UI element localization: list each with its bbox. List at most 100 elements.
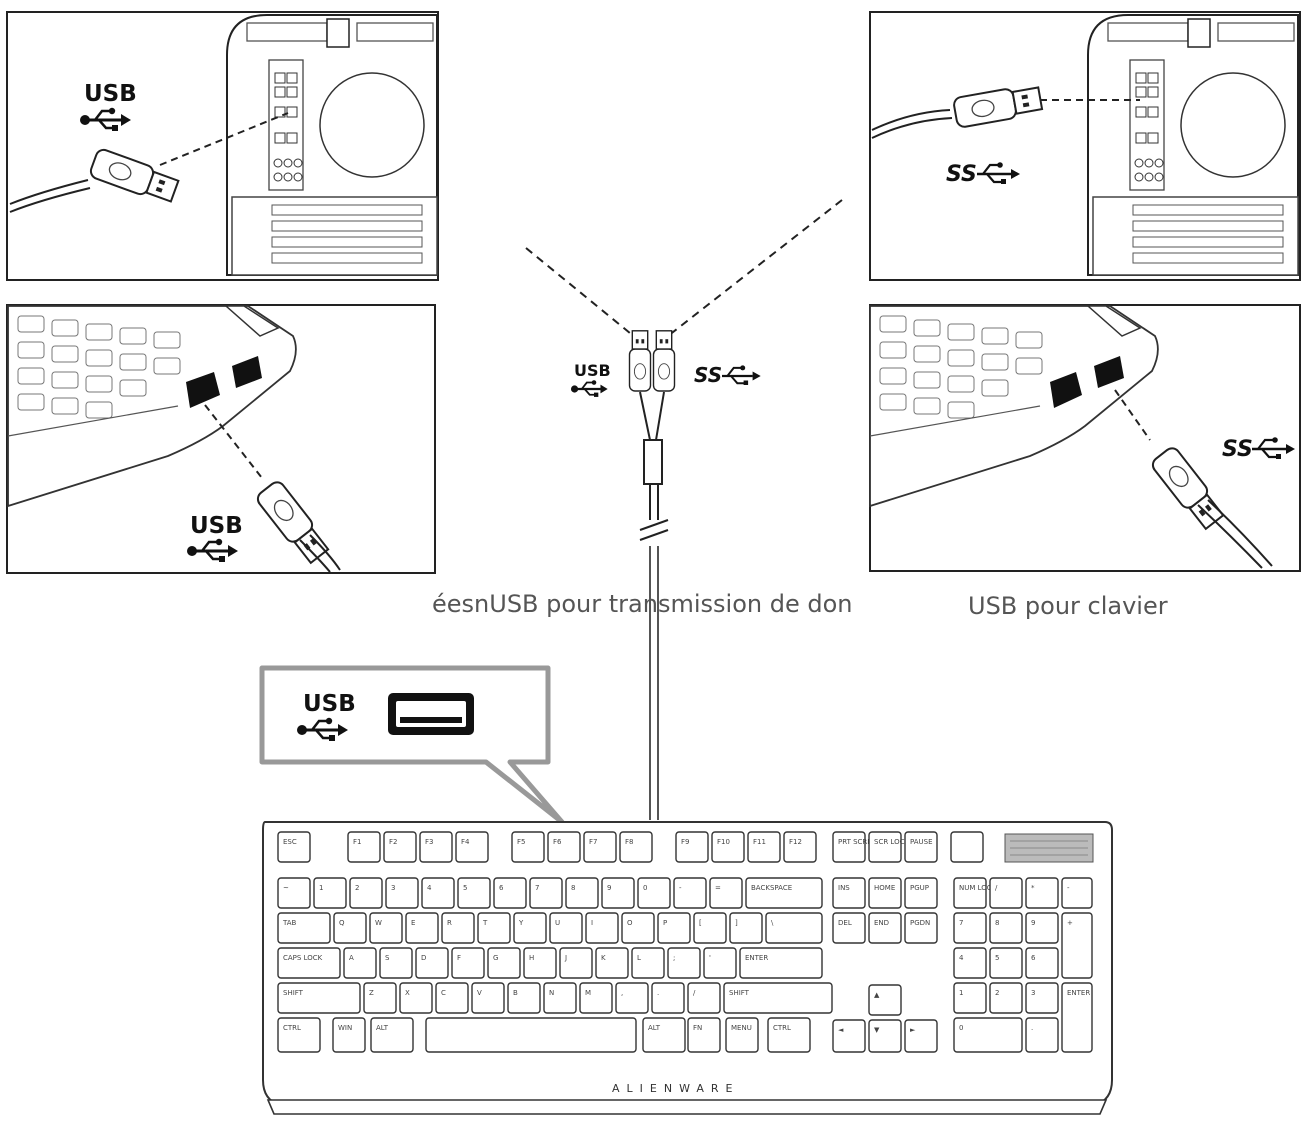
keyboard-key: ▲ [868,984,902,1016]
key-label: U [555,919,560,927]
key-label: ▲ [874,991,880,999]
keyboard-key: I [585,912,619,944]
keyboard-key: 8 [565,877,599,909]
key-label: F6 [553,838,562,846]
keyboard-key: F12 [783,831,817,863]
keyboard-key: T [477,912,511,944]
keyboard-key: SHIFT [277,982,361,1014]
key-label: / [693,989,696,997]
key-label: 6 [1031,954,1036,962]
keyboard-key: F11 [747,831,781,863]
key-label: F12 [789,838,802,846]
usb-label: USB [574,361,611,380]
passthrough-callout: USB [259,665,565,825]
key-label: A [349,954,354,962]
key-label: G [493,954,498,962]
ss-label: SS [946,162,977,187]
keyboard-key: PAUSE [904,831,938,863]
keyboard-key [950,831,984,863]
keyboard-key: . [651,982,685,1014]
usb-plug [628,330,652,392]
data-port-caption: éesnUSB pour transmission de don [432,590,853,618]
key-label: F7 [589,838,597,846]
keyboard-key: END [868,912,902,944]
keyboard-key: CTRL [277,1017,321,1053]
ss-usb-port [1094,356,1124,388]
key-label: I [591,919,593,927]
ss-usb-icon [720,364,762,387]
keyboard-key: CAPS LOCK [277,947,341,979]
keyboard-key: SCR LOCK [868,831,909,863]
key-label: ALT [648,1024,661,1032]
keyboard-key: P [657,912,691,944]
key-label: SHIFT [729,989,750,997]
key-label: F3 [425,838,433,846]
keyboard-key: ENTER [739,947,823,979]
panel-desktop-usb: USB [6,11,439,281]
key-label: N [549,989,554,997]
keyboard-key: D [415,947,449,979]
usb-port-left [1050,372,1082,408]
key-label: ESC [283,838,297,846]
key-label: PRT SCRN [838,838,873,846]
key-label: W [375,919,382,927]
key-label: PGDN [910,919,930,927]
key-label: - [1067,884,1070,892]
key-label: INS [838,884,850,892]
keyboard-key: + [1061,912,1093,979]
keyboard-key: F [451,947,485,979]
keyboard-key: 7 [953,912,987,944]
key-label: ~ [283,884,289,892]
key-label: SHIFT [283,989,304,997]
key-label: 1 [959,989,963,997]
keyboard-key: 6 [1025,947,1059,979]
keyboard-key: 9 [1025,912,1059,944]
key-label: . [1031,1024,1033,1032]
key-label: C [441,989,446,997]
keyboard-key: F10 [711,831,745,863]
keyboard-key: V [471,982,505,1014]
keyboard-key: ' [703,947,737,979]
desktop-case [226,14,438,276]
key-label: ► [910,1026,916,1034]
keyboard-key: 1 [953,982,987,1014]
keyboard-key: B [507,982,541,1014]
key-label: 4 [959,954,964,962]
keyboard-key: F6 [547,831,581,863]
key-label: MENU [731,1024,752,1032]
keyboard-key: TAB [277,912,331,944]
keyboard-cable: USB SS [525,199,843,820]
key-label: - [679,884,682,892]
key-label: V [477,989,482,997]
key-label: H [529,954,534,962]
keyboard-key: 7 [529,877,563,909]
key-label: F [457,954,461,962]
keyboard-key: PRT SCRN [832,831,873,863]
keyboard-key: / [687,982,721,1014]
keyboard-key: L [631,947,665,979]
key-label: 0 [643,884,647,892]
keyboard-key: F1 [347,831,381,863]
key-label: E [411,919,415,927]
keyboard-key: ~ [277,877,311,909]
keyboard-key: A [343,947,377,979]
usb-port-right [232,356,262,388]
key-label: SCR LOCK [874,838,909,846]
key-label: 6 [499,884,504,892]
key-label: L [637,954,641,962]
key-label: ALT [376,1024,389,1032]
keyboard-key: CTRL [767,1017,811,1053]
keyboard-key: U [549,912,583,944]
key-label: F11 [753,838,766,846]
keyboard-key: 3 [1025,982,1059,1014]
keyboard-key: O [621,912,655,944]
key-label: TAB [282,919,297,927]
key-label: + [1067,919,1073,927]
usb-label: USB [190,513,243,539]
keyboard-key: G [487,947,521,979]
keyboard-key: 8 [989,912,1023,944]
key-label: T [482,919,488,927]
key-label: PAUSE [910,838,933,846]
